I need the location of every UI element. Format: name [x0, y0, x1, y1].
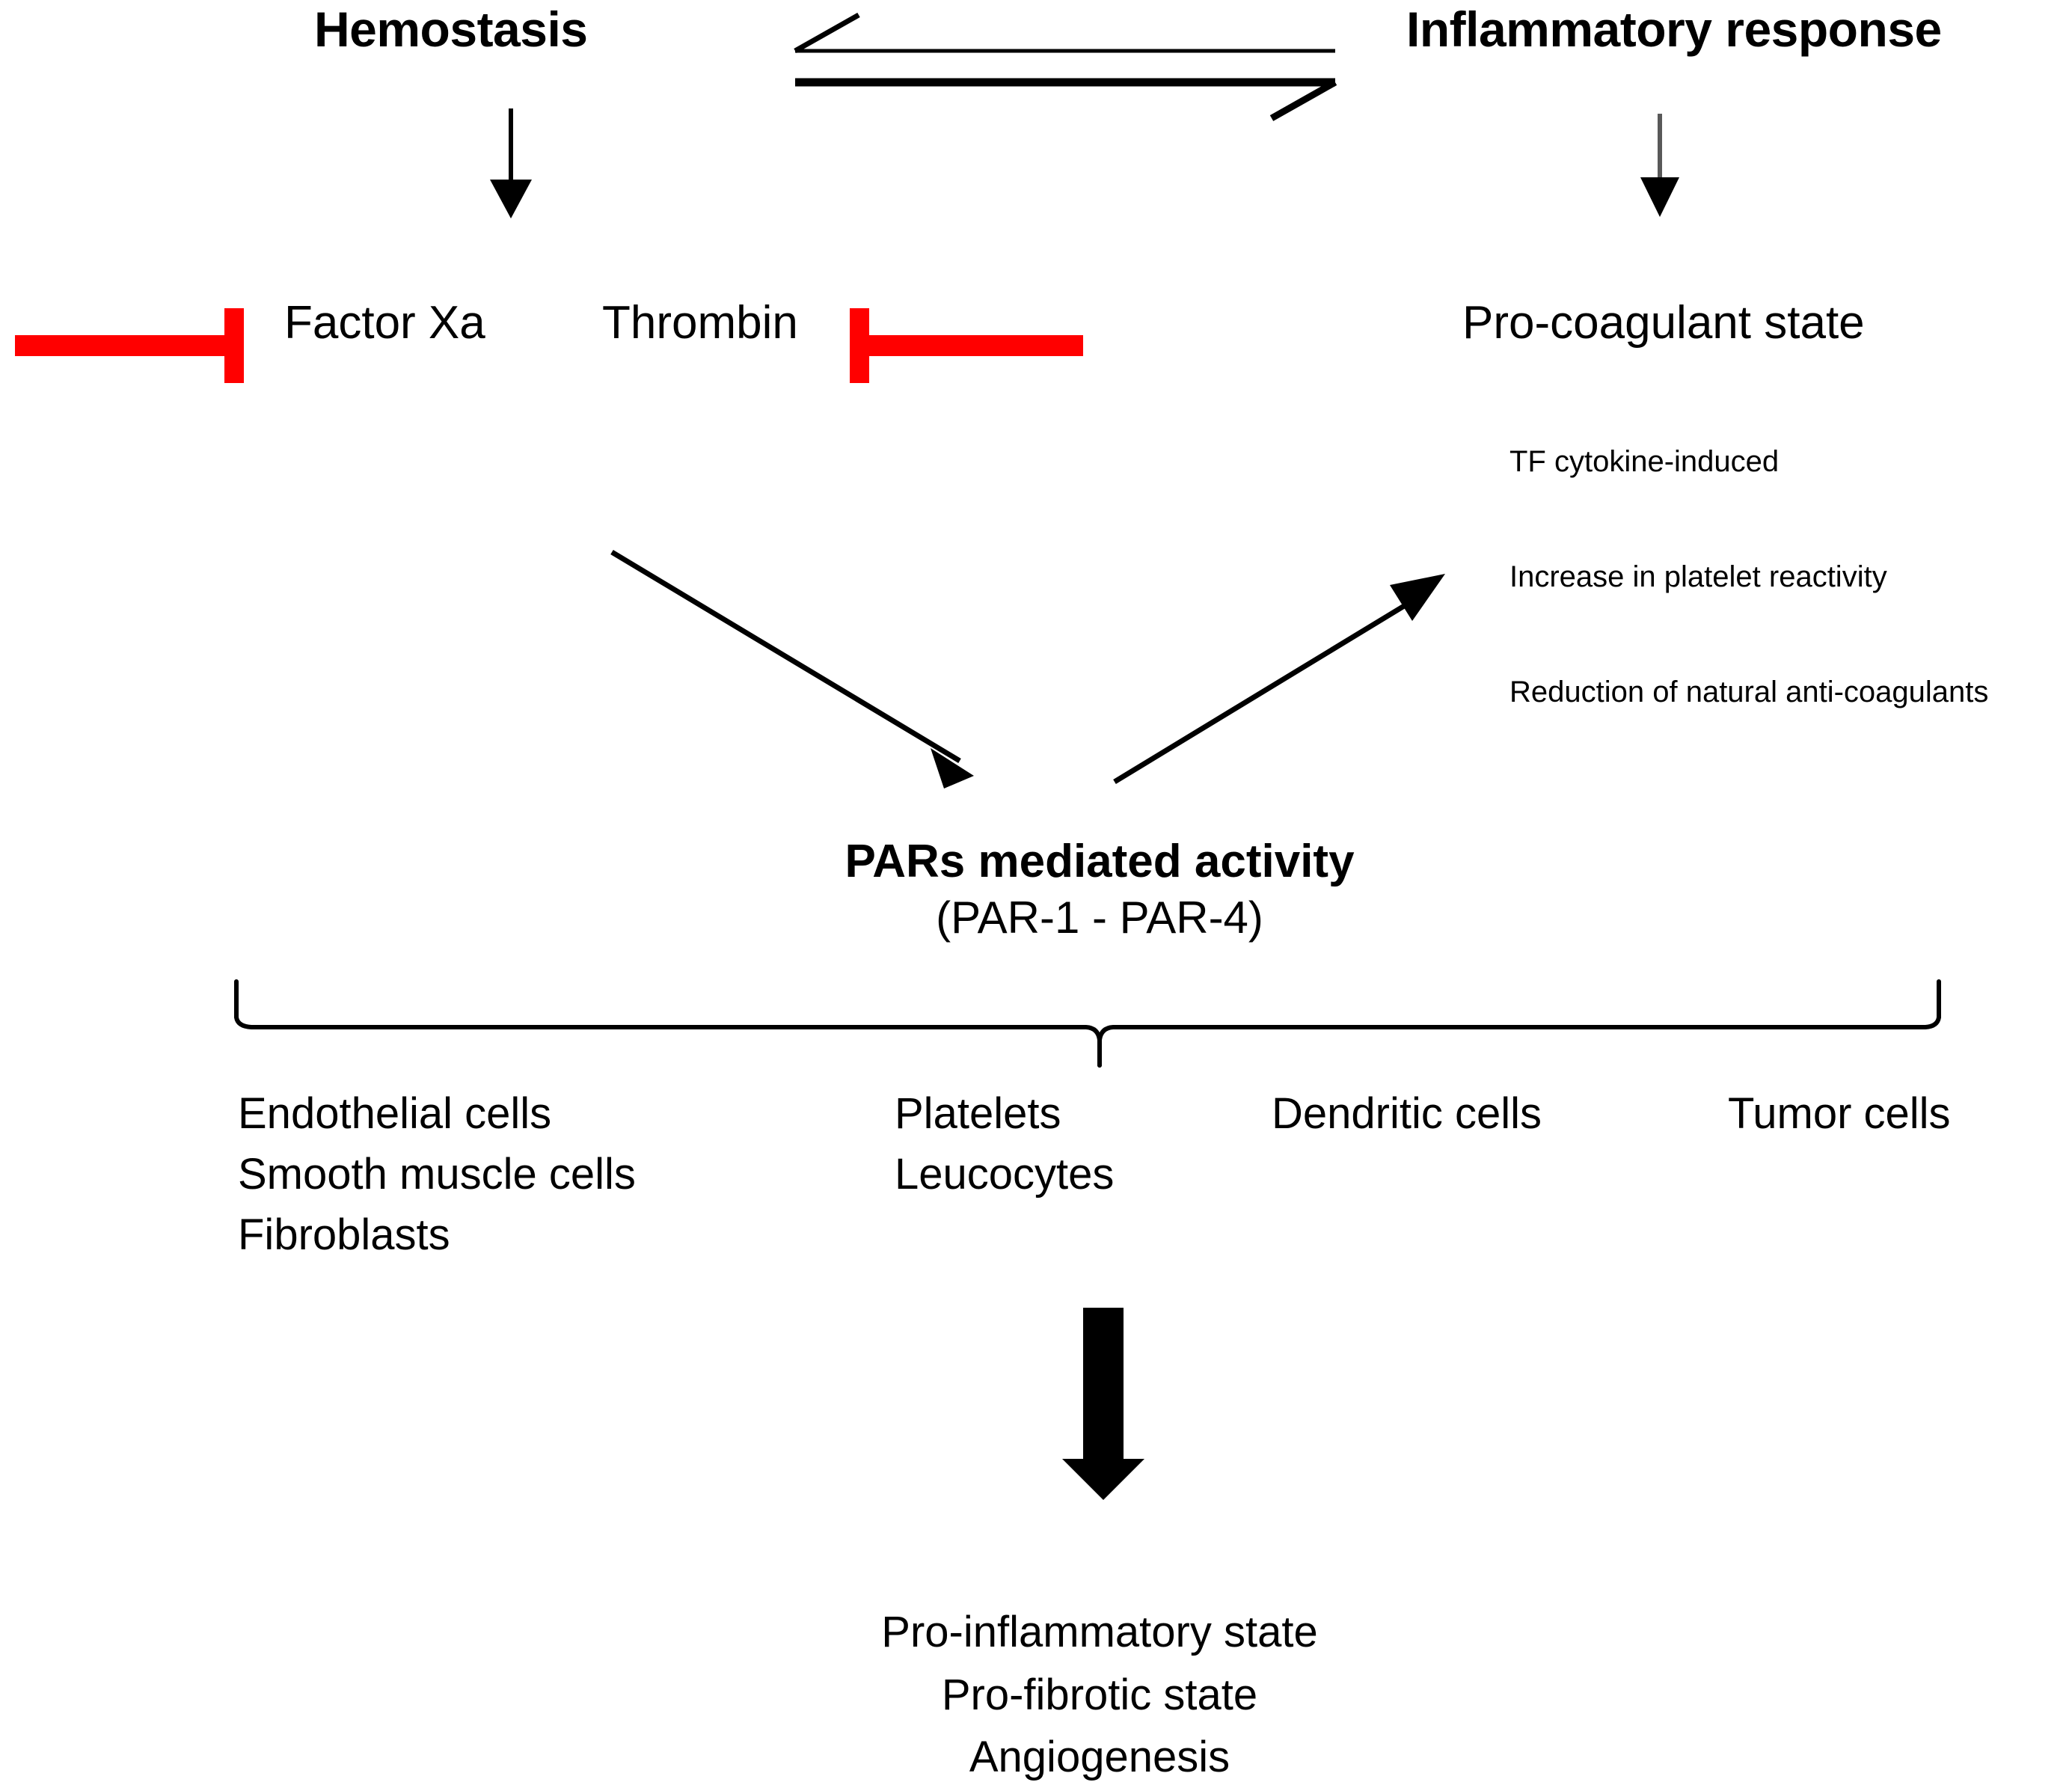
cell-type-column-4: Tumor cells [1728, 1083, 1951, 1144]
thrombin-inhibition-tbar [850, 308, 1083, 383]
outcome-item: Pro-fibrotic state [941, 1670, 1258, 1719]
outcomes-list: Pro-inflammatory state Pro-fibrotic stat… [651, 1601, 1548, 1789]
cell-type-item: Fibroblasts [238, 1210, 450, 1260]
hemostasis-heading: Hemostasis [314, 1, 588, 57]
arrow-to-pars [610, 549, 974, 789]
pro-coagulant-feature: Reduction of natural anti-coagulants [1509, 675, 1989, 708]
hemostasis-down-arrow [490, 108, 532, 218]
outcomes-block-arrow [1062, 1308, 1144, 1500]
outcome-item: Angiogenesis [969, 1733, 1230, 1782]
cell-type-item: Leucocytes [895, 1150, 1115, 1199]
factor-xa-label: Factor Xa [284, 297, 485, 349]
inflammatory-response-heading: Inflammatory response [1406, 1, 1942, 57]
pro-coagulant-feature-list: TF cytokine-induced Increase in platelet… [1509, 367, 1988, 788]
thrombin-label: Thrombin [602, 297, 798, 349]
equilibrium-arrow [794, 12, 1337, 121]
cell-type-column-2: Platelets Leucocytes [895, 1083, 1114, 1204]
inflammatory-down-arrow [1640, 114, 1679, 217]
pars-receptor-range-label: (PAR-1 - PAR-4) [936, 893, 1263, 943]
outcome-item: Pro-inflammatory state [881, 1608, 1318, 1656]
pro-coagulant-state-heading: Pro-coagulant state [1462, 297, 1865, 349]
arrow-pars-to-procoagulant [1113, 574, 1445, 784]
pro-coagulant-feature: Increase in platelet reactivity [1509, 560, 1887, 593]
cell-type-column-3: Dendritic cells [1272, 1083, 1542, 1144]
cell-types-brace [234, 979, 1941, 1068]
factor-xa-inhibition-tbar [15, 308, 244, 383]
cell-type-item: Dendritic cells [1272, 1089, 1542, 1138]
pro-coagulant-feature: TF cytokine-induced [1509, 445, 1780, 479]
pars-mediated-activity-heading: PARs mediated activity [845, 836, 1355, 887]
cell-type-item: Platelets [895, 1089, 1061, 1138]
cell-type-item: Smooth muscle cells [238, 1150, 636, 1199]
cell-type-item: Tumor cells [1728, 1089, 1951, 1138]
cell-type-column-1: Endothelial cells Smooth muscle cells Fi… [238, 1083, 636, 1266]
cell-type-item: Endothelial cells [238, 1089, 552, 1138]
